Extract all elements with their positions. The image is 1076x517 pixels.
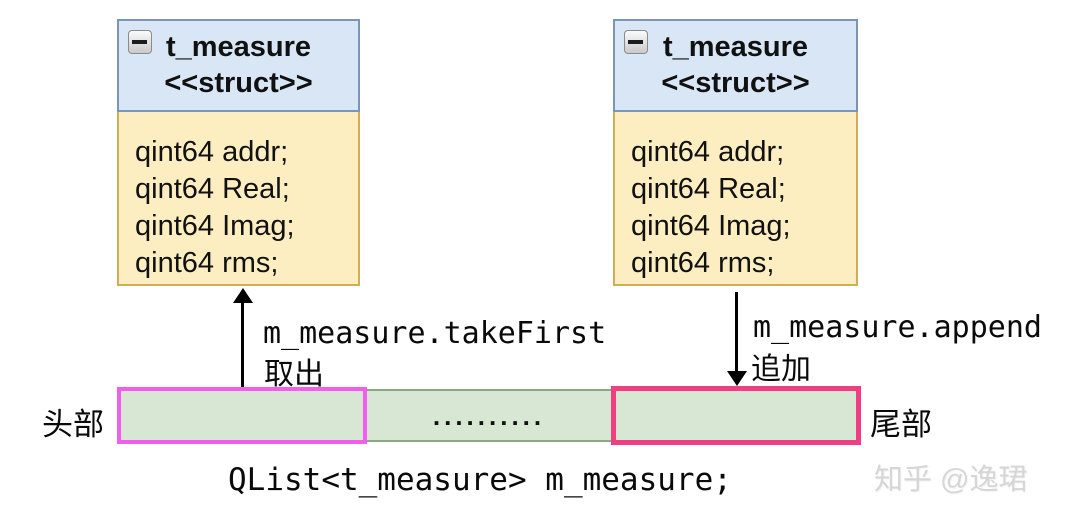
append-caption: 追加 xyxy=(751,353,811,386)
struct-title: t_measure xyxy=(662,31,809,63)
struct-box-tail: t_measure <<struct>> qint64 addr; qint64… xyxy=(613,19,858,286)
arrow-down-line xyxy=(735,292,738,373)
collapse-minus-icon xyxy=(624,30,648,54)
takefirst-caption: 取出 xyxy=(264,358,324,391)
takefirst-code-label: m_measure.takeFirst xyxy=(263,316,607,351)
watermark: 知乎 @逸珺 xyxy=(874,464,1028,496)
collapse-minus-icon xyxy=(128,30,152,54)
struct-body: qint64 addr; qint64 Real; qint64 Imag; q… xyxy=(613,110,858,286)
struct-header: t_measure <<struct>> xyxy=(117,19,360,112)
struct-field: qint64 Imag; xyxy=(135,210,295,242)
list-tail-cell xyxy=(611,386,861,445)
struct-field: qint64 Real; xyxy=(631,173,786,205)
struct-box-head: t_measure <<struct>> qint64 addr; qint64… xyxy=(117,19,360,286)
append-code-label: m_measure.append xyxy=(753,310,1042,345)
tail-label: 尾部 xyxy=(870,407,932,442)
struct-title: t_measure xyxy=(165,31,312,63)
struct-field: qint64 rms; xyxy=(135,247,279,279)
struct-field: qint64 rms; xyxy=(631,247,775,279)
head-label: 头部 xyxy=(42,407,104,442)
struct-body: qint64 addr; qint64 Real; qint64 Imag; q… xyxy=(117,110,360,286)
arrow-up-icon xyxy=(233,288,253,303)
struct-field: qint64 Imag; xyxy=(631,210,791,242)
list-head-cell xyxy=(117,387,367,444)
struct-stereotype: <<struct>> xyxy=(164,67,313,99)
struct-stereotype: <<struct>> xyxy=(661,67,810,99)
struct-field: qint64 addr; xyxy=(631,136,785,168)
list-middle-cell: .......... xyxy=(365,389,613,442)
minus-glyph xyxy=(628,40,643,44)
ellipsis-dots: .......... xyxy=(432,400,546,431)
arrow-up-line xyxy=(241,301,244,388)
qlist-declaration: QList<t_measure> m_measure; xyxy=(228,462,732,498)
arrow-down-icon xyxy=(727,371,747,386)
struct-header: t_measure <<struct>> xyxy=(613,19,858,112)
struct-field: qint64 Real; xyxy=(135,173,290,205)
minus-glyph xyxy=(132,40,147,44)
struct-field: qint64 addr; xyxy=(135,136,289,168)
